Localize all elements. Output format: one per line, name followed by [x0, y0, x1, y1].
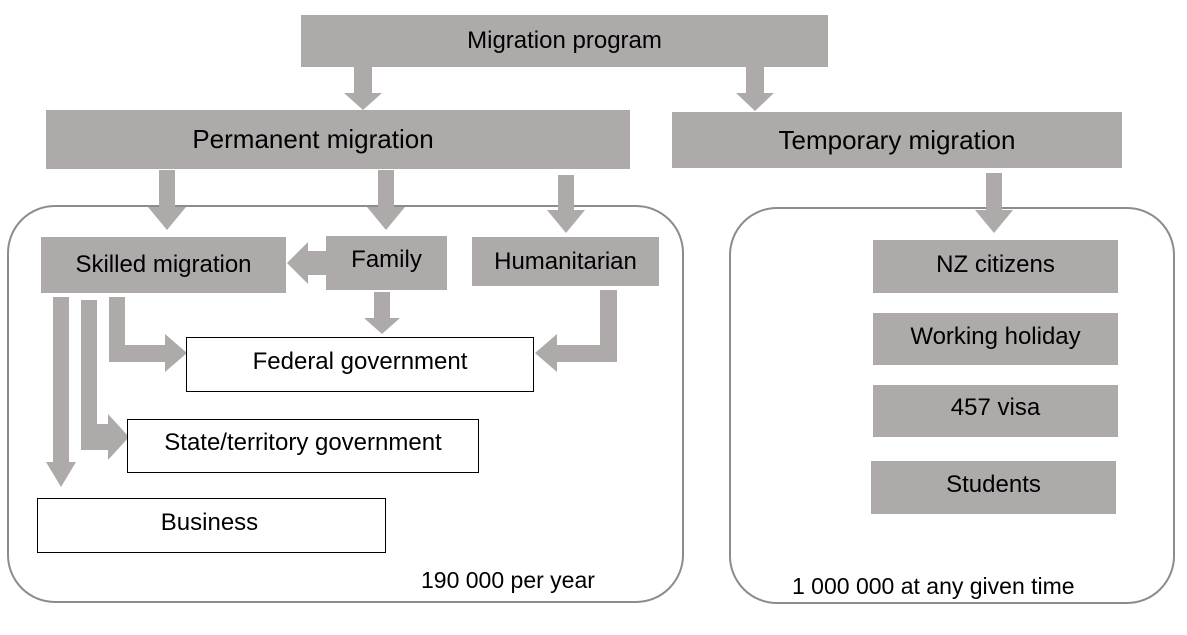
temporary-migration-label: Temporary migration — [778, 124, 1016, 155]
temporary-note: 1 000 000 at any given time — [792, 573, 1075, 599]
migration-program-box: Migration program — [301, 15, 828, 67]
migration-program-label: Migration program — [467, 27, 662, 54]
business-box: Business — [37, 498, 386, 553]
457-visa-label: 457 visa — [950, 394, 1041, 421]
temporary-migration-box: Temporary migration — [672, 112, 1122, 168]
arrow-temporary-to-nz — [975, 173, 1013, 233]
arrow-permanent-to-humanitarian — [547, 175, 585, 233]
students-box: Students — [871, 461, 1116, 514]
457-visa-box: 457 visa — [873, 385, 1118, 437]
working-holiday-label: Working holiday — [910, 323, 1081, 350]
arrow-humanitarian-to-federal — [535, 290, 617, 372]
arrow-permanent-to-skilled — [148, 170, 186, 230]
permanent-migration-box: Permanent migration — [46, 110, 630, 169]
permanent-panel — [7, 205, 684, 603]
arrow-family-to-federal — [364, 292, 400, 334]
humanitarian-label: Humanitarian — [494, 247, 637, 275]
federal-government-label: Federal government — [252, 347, 468, 375]
skilled-migration-label: Skilled migration — [75, 251, 252, 278]
students-label: Students — [946, 470, 1041, 498]
federal-government-box: Federal government — [186, 337, 534, 392]
temporary-panel — [729, 207, 1175, 604]
family-box: Family — [326, 236, 447, 290]
humanitarian-box: Humanitarian — [472, 237, 659, 286]
arrow-skilled-to-state — [81, 300, 129, 460]
skilled-migration-box: Skilled migration — [41, 237, 286, 293]
arrow-family-to-skilled — [287, 242, 327, 284]
arrow-skilled-to-business — [46, 297, 76, 487]
arrow-program-to-temporary — [736, 67, 774, 111]
arrow-skilled-to-federal — [109, 297, 187, 372]
state-territory-government-box: State/territory government — [127, 419, 479, 473]
arrow-program-to-permanent — [344, 67, 382, 110]
nz-citizens-box: NZ citizens — [873, 240, 1118, 293]
arrow-permanent-to-family — [367, 170, 405, 230]
family-label: Family — [351, 246, 422, 273]
permanent-note: 190 000 per year — [421, 567, 595, 593]
business-label: Business — [160, 508, 259, 536]
nz-citizens-label: NZ citizens — [936, 250, 1055, 278]
permanent-migration-label: Permanent migration — [192, 124, 434, 154]
working-holiday-box: Working holiday — [873, 313, 1118, 365]
state-territory-government-label: State/territory government — [164, 429, 442, 456]
